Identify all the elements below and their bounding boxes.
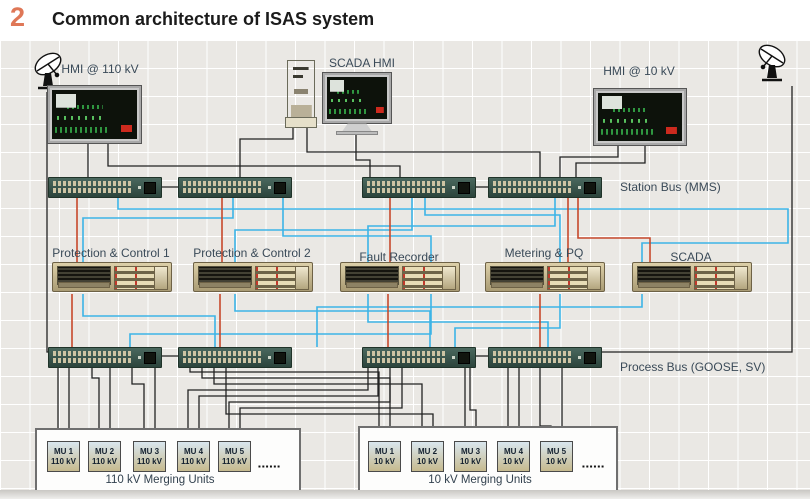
- scada-hmi-label: SCADA HMI: [328, 56, 395, 70]
- wire-segment: [355, 133, 371, 177]
- more-units-ellipsis: ▪▪▪▪▪▪: [258, 462, 282, 471]
- wire-segment: [213, 366, 423, 441]
- wire-segment: [198, 366, 379, 441]
- wire-segment: [82, 196, 234, 262]
- hmi-110kv-screen: [52, 90, 137, 139]
- wire-segment: [239, 124, 294, 177]
- wire-segment: [469, 366, 477, 441]
- server-label: Metering & PQ: [504, 246, 584, 260]
- merging-units-110kv-label: 110 kV Merging Units: [105, 474, 215, 486]
- wire-segment: [454, 294, 561, 347]
- wire-segment: [91, 366, 100, 441]
- station-bus-switch-1: [48, 177, 162, 198]
- process-bus-switch-4: [488, 347, 602, 368]
- server-label: Fault Recorder: [359, 250, 439, 264]
- gps-antenna-icon: [758, 44, 786, 82]
- process-bus-switch-2: [178, 347, 292, 368]
- merging-units-10kv-label: 10 kV Merging Units: [428, 474, 532, 486]
- server-fault-recorder: [340, 262, 460, 292]
- merging-unit: MU 2 10 kV: [411, 441, 444, 472]
- wire-segment: [316, 294, 643, 347]
- hmi-110kv-label: HMI @ 110 kV: [61, 62, 139, 76]
- wire-segment: [424, 196, 561, 262]
- wire-segment: [117, 196, 789, 262]
- wire-segment: [129, 294, 432, 347]
- process-bus-switch-1: [48, 347, 162, 368]
- monitor-base: [336, 131, 378, 135]
- merging-unit: MU 3 10 kV: [454, 441, 487, 472]
- server-label: Protection & Control 1: [52, 246, 170, 260]
- lan-wires-cyan: [82, 196, 789, 347]
- station-bus-switch-3: [362, 177, 476, 198]
- scada-hmi-screen: [327, 77, 387, 119]
- wire-segment: [306, 124, 541, 177]
- redundant-wires-red: [71, 196, 651, 347]
- merging-unit: MU 1 10 kV: [368, 441, 401, 472]
- merging-unit: MU 5 110 kV: [218, 441, 251, 472]
- wire-segment: [107, 142, 401, 177]
- wire-segment: [575, 144, 646, 177]
- server-label: Protection & Control 2: [193, 246, 311, 260]
- wire-segment: [598, 86, 793, 353]
- merging-unit: MU 2 110 kV: [88, 441, 121, 472]
- server-protection-control-2: [193, 262, 313, 292]
- server-label: SCADA: [670, 250, 712, 264]
- station-bus-switch-2: [178, 177, 292, 198]
- wire-segment: [577, 196, 651, 262]
- server-metering-pq: [485, 262, 605, 292]
- hmi-10kv-monitor: [593, 88, 687, 146]
- ethernet-wires-black: [46, 86, 793, 441]
- slide-bottom-edge: [0, 490, 810, 499]
- wire-segment: [367, 196, 556, 262]
- wire-segment: [367, 294, 549, 347]
- station-bus-label: Station Bus (MMS): [620, 180, 721, 194]
- scada-hmi-monitor: [322, 72, 392, 124]
- wire-segment: [131, 366, 145, 441]
- hmi-10kv-label: HMI @ 10 kV: [603, 64, 675, 78]
- slide-number: 2: [10, 2, 26, 32]
- merging-unit: MU 4 10 kV: [497, 441, 530, 472]
- server-protection-control-1: [52, 262, 172, 292]
- hmi-10kv-screen: [598, 93, 682, 141]
- merging-unit: MU 5 10 kV: [540, 441, 573, 472]
- hmi-110kv-monitor: [47, 85, 142, 144]
- merging-unit: MU 3 110 kV: [133, 441, 166, 472]
- wire-segment: [559, 144, 619, 177]
- server-scada: [632, 262, 752, 292]
- merging-unit: MU 1 110 kV: [47, 441, 80, 472]
- process-bus-label: Process Bus (GOOSE, SV): [620, 360, 766, 374]
- wire-segment: [234, 196, 413, 262]
- merging-unit: MU 4 110 kV: [177, 441, 210, 472]
- scada-pc-tower: [285, 60, 317, 128]
- wire-segment: [282, 196, 432, 262]
- wire-segment: [201, 366, 391, 441]
- title-bar: 2 Common architecture of ISAS system: [0, 0, 810, 40]
- station-bus-switch-4: [488, 177, 602, 198]
- more-units-ellipsis: ▪▪▪▪▪▪: [582, 462, 606, 471]
- wire-segment: [234, 294, 431, 347]
- wire-segment: [239, 366, 403, 441]
- page-title: Common architecture of ISAS system: [52, 9, 375, 29]
- process-bus-switch-3: [362, 347, 476, 368]
- wire-segment: [189, 366, 380, 441]
- wire-segment: [82, 294, 216, 347]
